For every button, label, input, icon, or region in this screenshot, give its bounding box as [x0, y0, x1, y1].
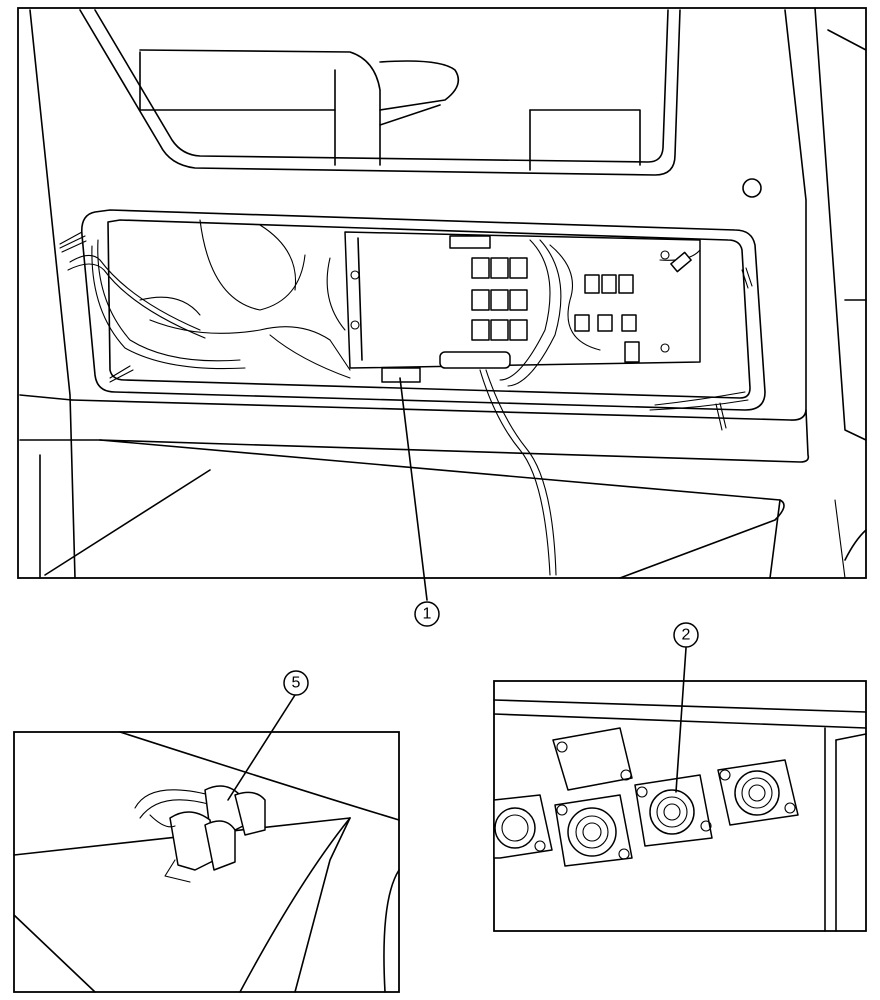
- callout-2-label: 2: [682, 627, 691, 644]
- connector-cap-view: [13, 694, 400, 993]
- callout-1-leader: [399, 377, 428, 601]
- wiring-opening: [80, 209, 766, 411]
- callout-5-label: 5: [292, 675, 301, 692]
- connector-panel-view: [493, 647, 867, 932]
- connector-receptacle-c: [634, 774, 713, 847]
- mounting-studs: [59, 231, 753, 431]
- cab-window: [79, 9, 762, 198]
- connector-receptacle-b: [554, 794, 633, 867]
- cab-body: [19, 7, 867, 579]
- main-view: [17, 7, 867, 601]
- connector-receptacle-a: [493, 794, 553, 859]
- relay-panel: [344, 231, 701, 383]
- callout-1-label: 1: [423, 606, 432, 623]
- callout-5: 5: [283, 670, 309, 696]
- callout-5-leader: [227, 694, 296, 801]
- connector-receptacle-d: [717, 759, 799, 826]
- wire-harness: [67, 219, 749, 576]
- mounting-hole: [742, 178, 762, 198]
- blank-cover-plate: [552, 727, 633, 791]
- callout-2-leader: [675, 647, 687, 793]
- callout-1: 1: [414, 601, 440, 627]
- protective-caps: [134, 785, 266, 883]
- callout-2: 2: [673, 622, 699, 648]
